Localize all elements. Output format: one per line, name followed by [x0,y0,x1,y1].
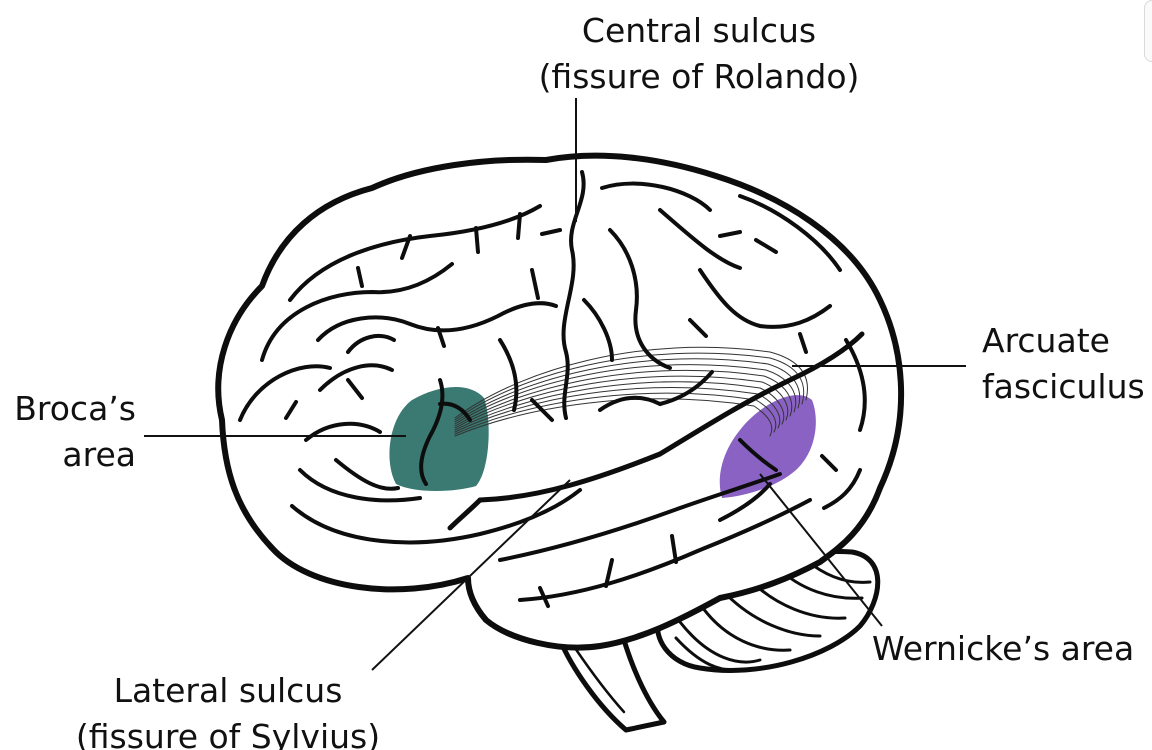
wernickes-area-label: Wernicke’s area [872,626,1144,672]
lateral-sulcus-line [477,331,865,503]
cortex-outline [215,152,905,651]
lateral-sulcus-label-line1: Lateral sulcus [113,671,343,710]
brocas-area-label-line1: Broca’s [14,389,136,428]
central-sulcus-label: Central sulcus (fissure of Rolando) [526,8,872,100]
lateral-sulcus-label-line2: (fissure of Sylvius) [75,717,381,750]
wernickes-area-label-line1: Wernicke’s area [872,629,1135,668]
lateral-sulcus-label: Lateral sulcus (fissure of Sylvius) [70,668,386,750]
central-sulcus-label-line2: (fissure of Rolando) [538,57,860,96]
central-sulcus-line [561,170,586,420]
frontal-gyri [238,204,558,491]
wernickes-area-leader [759,473,883,627]
parietal-gyri [540,181,867,522]
arcuate-fasciculus-label-line2: fasciculus [982,367,1145,406]
wernickes-area-region [719,395,816,498]
brocas-area-label: Broca’s area [4,386,136,478]
lateral-sulcus-leader [371,479,571,671]
brain-stem [557,623,667,733]
scrollbar-edge[interactable] [1144,0,1152,62]
brocas-area-label-line2: area [62,435,136,474]
leader-lines [144,98,966,671]
arcuate-fasciculus-label-line1: Arcuate [982,321,1110,360]
arcuate-fasciculus-label: Arcuate fasciculus [982,318,1148,410]
central-sulcus-label-line1: Central sulcus [581,11,817,50]
